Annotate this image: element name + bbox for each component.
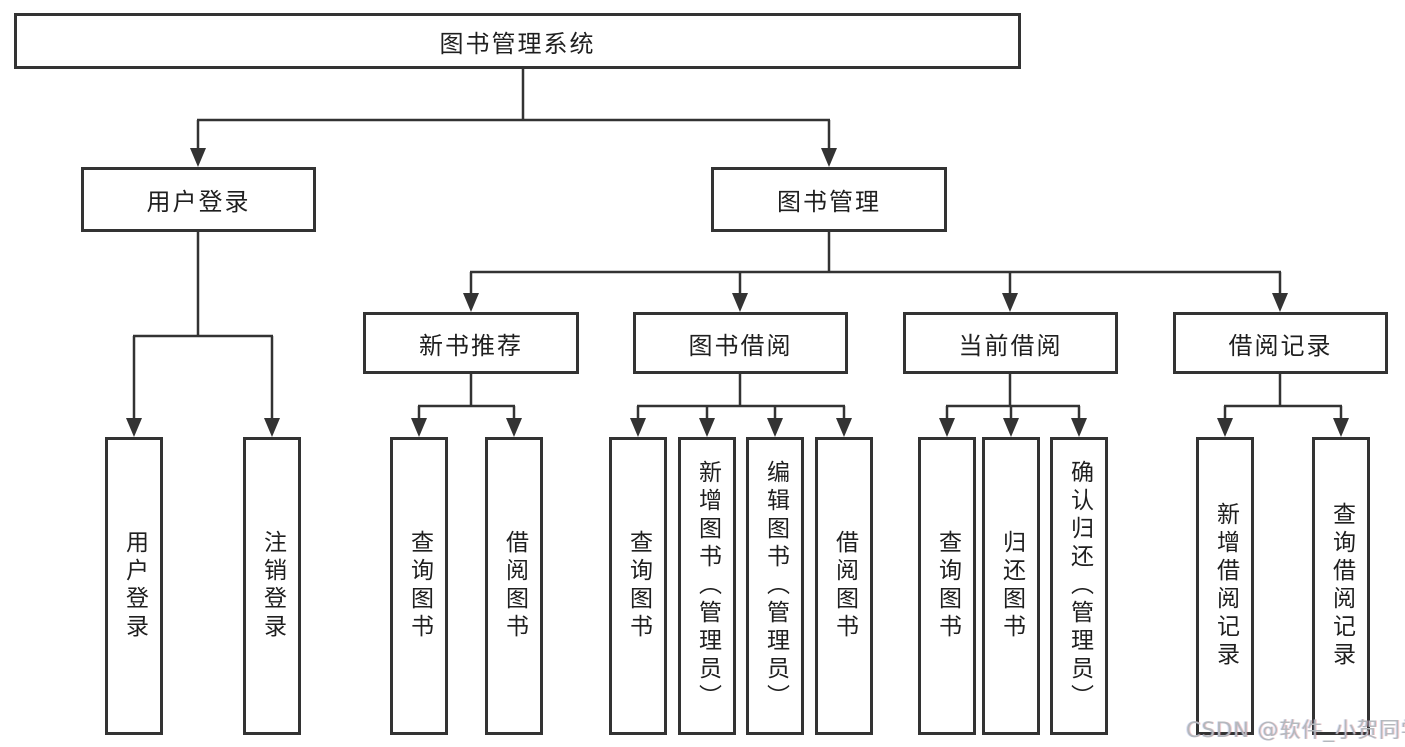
arrowheads xyxy=(126,148,1349,437)
node-new-book-recommend: 新书推荐 xyxy=(363,312,579,374)
node-new-book-recommend-label: 新书推荐 xyxy=(419,331,523,360)
leaf-logout-label: 注销登录 xyxy=(259,530,286,642)
leaf-recommend-query-book: 查询图书 xyxy=(390,437,448,735)
leaf-query-borrow-record-label: 查询借阅记录 xyxy=(1328,502,1355,670)
leaf-add-borrow-record: 新增借阅记录 xyxy=(1196,437,1254,735)
leaf-borrow-query-book-label: 查询图书 xyxy=(625,530,652,642)
node-book-management: 图书管理 xyxy=(711,167,947,232)
node-current-borrow: 当前借阅 xyxy=(903,312,1118,374)
node-root-label: 图书管理系统 xyxy=(439,29,596,58)
node-user-login: 用户登录 xyxy=(81,167,316,232)
leaf-user-login: 用户登录 xyxy=(105,437,163,735)
leaf-recommend-query-book-label: 查询图书 xyxy=(406,530,433,642)
leaf-confirm-return-admin-label: 确认归还（管理员） xyxy=(1066,460,1093,712)
leaf-current-query-book: 查询图书 xyxy=(918,437,976,735)
leaf-user-login-label: 用户登录 xyxy=(121,530,148,642)
leaf-return-book: 归还图书 xyxy=(982,437,1040,735)
node-book-borrow-label: 图书借阅 xyxy=(688,331,793,360)
leaf-add-book-admin-label: 新增图书（管理员） xyxy=(694,460,721,712)
leaf-return-book-label: 归还图书 xyxy=(998,530,1025,642)
leaf-edit-book-admin: 编辑图书（管理员） xyxy=(746,437,804,735)
node-user-login-label: 用户登录 xyxy=(146,188,251,216)
leaf-query-borrow-record: 查询借阅记录 xyxy=(1312,437,1370,735)
leaf-borrow-query-book: 查询图书 xyxy=(609,437,667,735)
leaf-logout: 注销登录 xyxy=(243,437,301,735)
node-root: 图书管理系统 xyxy=(14,13,1021,69)
watermark: CSDN @软件_小贺同学 xyxy=(1186,718,1405,742)
leaf-confirm-return-admin: 确认归还（管理员） xyxy=(1050,437,1108,735)
node-book-management-label: 图书管理 xyxy=(777,188,881,216)
leaf-borrow-borrow-book: 借阅图书 xyxy=(815,437,873,735)
leaf-recommend-borrow-book-label: 借阅图书 xyxy=(501,530,528,642)
leaf-edit-book-admin-label: 编辑图书（管理员） xyxy=(762,460,789,712)
leaf-add-book-admin: 新增图书（管理员） xyxy=(678,437,736,735)
node-current-borrow-label: 当前借阅 xyxy=(958,331,1063,360)
leaf-add-borrow-record-label: 新增借阅记录 xyxy=(1212,502,1239,670)
node-borrow-records-label: 借阅记录 xyxy=(1228,331,1333,360)
node-borrow-records: 借阅记录 xyxy=(1173,312,1388,374)
leaf-current-query-book-label: 查询图书 xyxy=(934,530,961,642)
leaf-recommend-borrow-book: 借阅图书 xyxy=(485,437,543,735)
leaf-borrow-borrow-book-label: 借阅图书 xyxy=(831,530,858,642)
node-book-borrow: 图书借阅 xyxy=(633,312,848,374)
